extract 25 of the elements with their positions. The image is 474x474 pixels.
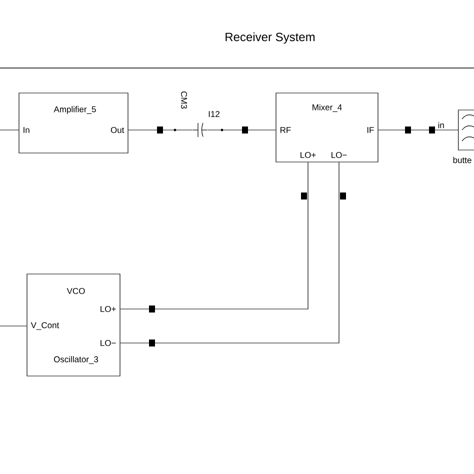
amplifier-block [18, 92, 128, 154]
filter-block [438, 110, 474, 164]
wire [120, 162, 340, 344]
port-label: LO+ [300, 152, 316, 158]
block-name: Mixer_4 [312, 104, 342, 112]
block-name: Amplifier_5 [54, 106, 96, 114]
port-label: in [438, 122, 444, 128]
block-name: Oscillator_3 [54, 356, 98, 364]
port-label: Out [110, 127, 124, 133]
wire [120, 162, 308, 310]
part-label: CM3 [181, 91, 187, 109]
port-label: RF [280, 127, 291, 133]
mixer-block [276, 92, 378, 162]
port-label: LO− [332, 152, 347, 158]
port-label: In [24, 127, 30, 133]
capacitor-symbol [181, 91, 220, 138]
title: Receiver System [226, 32, 315, 44]
part-label: butte [453, 156, 472, 164]
part-label: I12 [208, 111, 220, 117]
port-label: LO− [100, 340, 116, 346]
vco-block [26, 274, 120, 376]
port-label: LO+ [100, 306, 116, 312]
block-name: VCO [66, 288, 85, 294]
port-label: V_Cont [30, 322, 60, 330]
port-label: IF [367, 127, 374, 133]
